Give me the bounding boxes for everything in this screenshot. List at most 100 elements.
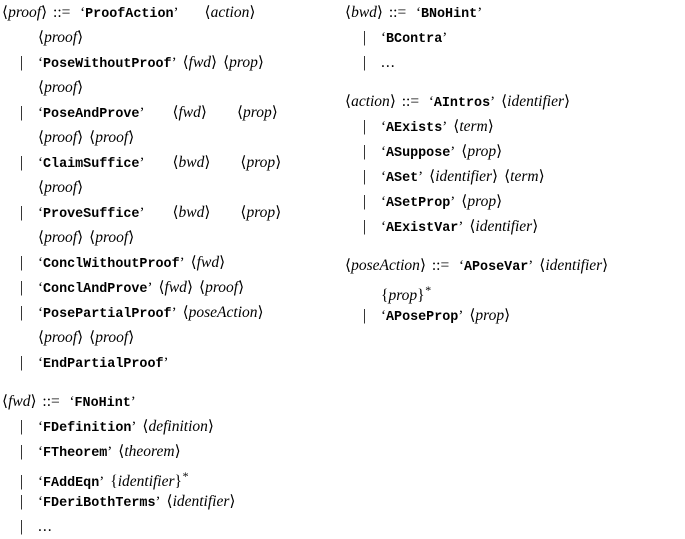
rule-line: ⟨proof⟩ <box>2 175 338 200</box>
alternative-bar: | <box>20 254 24 271</box>
rule-line: ⟨proof⟩⟨proof⟩ <box>2 225 338 250</box>
rule-line: |‘ClaimSuffice’⟨bwd⟩⟨prop⟩ <box>2 150 338 175</box>
nonterminal-action: ⟨action⟩ <box>345 93 396 110</box>
nonterminal-proof: ⟨proof⟩ <box>38 229 84 246</box>
rule-line: ⟨proof⟩⟨proof⟩ <box>2 125 338 150</box>
nonterminal-bwd: ⟨bwd⟩ <box>172 204 211 221</box>
alternative-bar: | <box>20 54 24 71</box>
terminal-FTheorem: ‘FTheorem’ <box>38 444 113 461</box>
terminal-PoseAndProve: ‘PoseAndProve’ <box>38 105 145 122</box>
terminal-BNoHint: ‘BNoHint’ <box>415 5 483 22</box>
alternative-bar: | <box>363 143 367 160</box>
ellipsis: ... <box>38 518 53 535</box>
rule-line: | ‘ProveSuffice’ ⟨bwd⟩ ⟨prop⟩ <box>2 200 338 225</box>
rule-line: |‘ASuppose’⟨prop⟩ <box>345 139 683 164</box>
alternative-bar: | <box>20 493 24 510</box>
alternative-bar: | <box>20 104 24 121</box>
alternative-bar: | <box>363 168 367 185</box>
nonterminal-proof: ⟨proof⟩ <box>89 129 135 146</box>
alternative-bar: | <box>20 304 24 321</box>
nonterminal-prop: ⟨prop⟩ <box>461 193 503 210</box>
nonterminal-bwd: ⟨bwd⟩ <box>345 4 383 21</box>
nonterminal-theorem: ⟨theorem⟩ <box>118 443 181 460</box>
alternative-bar: | <box>20 473 24 491</box>
terminal-AExistVar: ‘AExistVar’ <box>381 219 464 236</box>
terminal-PoseWithoutProof: ‘PoseWithoutProof’ <box>38 55 177 72</box>
rule-line: ⟨poseAction⟩ ::= ‘APoseVar’⟨identifier⟩ <box>345 253 683 278</box>
nonterminal-term: ⟨term⟩ <box>504 168 545 185</box>
nonterminal-identifier: ⟨identifier⟩ <box>429 168 499 185</box>
rule-line: |‘FAddEqn’{identifier}* <box>2 464 338 491</box>
rule-line: |‘ConclWithoutProof’⟨fwd⟩ <box>2 250 338 275</box>
rule-line: | ‘ASetProp’ ⟨prop⟩ <box>345 189 683 214</box>
alternative-bar: | <box>20 354 24 371</box>
rule-line: | ‘EndPartialProof’ <box>2 350 338 375</box>
nonterminal-prop: ⟨prop⟩ <box>223 54 264 71</box>
rule-line: |‘BContra’ <box>345 25 683 50</box>
alternative-bar: | <box>363 118 367 135</box>
nonterminal-prop: ⟨prop⟩ <box>236 104 278 121</box>
rule-line: |‘AExistVar’⟨identifier⟩ <box>345 214 683 239</box>
terminal-APoseProp: ‘APoseProp’ <box>381 308 464 325</box>
nonterminal-fwd: ⟨fwd⟩ <box>172 104 207 121</box>
definition-operator: ::= <box>384 4 414 21</box>
rule-line: ⟨action⟩ ::= ‘AIntros’⟨identifier⟩ <box>345 89 683 114</box>
rule-line: ⟨proof⟩ <box>2 75 338 100</box>
rule-line: ⟨proof⟩ <box>2 25 338 50</box>
alternative-bar: | <box>20 204 24 221</box>
nonterminal-definition: ⟨definition⟩ <box>142 418 214 435</box>
nonterminal-term: ⟨term⟩ <box>453 118 494 135</box>
nonterminal-poseAction: ⟨poseAction⟩ <box>345 257 426 274</box>
terminal-EndPartialProof: ‘EndPartialProof’ <box>38 355 169 372</box>
nonterminal-action: ⟨action⟩ <box>204 4 256 21</box>
production-rule-poseAction: ⟨poseAction⟩ ::= ‘APoseVar’⟨identifier⟩{… <box>345 253 683 328</box>
terminal-ProveSuffice: ‘ProveSuffice’ <box>38 205 145 222</box>
nonterminal-prop: ⟨prop⟩ <box>240 204 282 221</box>
nonterminal-proof: ⟨proof⟩ <box>38 29 84 46</box>
terminal-FDeriBothTerms: ‘FDeriBothTerms’ <box>38 494 161 511</box>
definition-operator: ::= <box>38 393 68 410</box>
rule-line: ⟨proof⟩⟨proof⟩ <box>2 325 338 350</box>
production-rule-proof: ⟨proof⟩ ::= ‘ProofAction’ ⟨action⟩⟨proof⟩… <box>2 0 338 375</box>
alternative-bar: | <box>20 518 24 535</box>
definition-operator: ::= <box>49 4 79 21</box>
rule-line: |‘FDefinition’⟨definition⟩ <box>2 414 338 439</box>
nonterminal-proof: ⟨proof⟩ <box>89 329 135 346</box>
terminal-BContra: ‘BContra’ <box>381 30 448 47</box>
nonterminal-proof: ⟨proof⟩ <box>38 179 84 196</box>
terminal-ASetProp: ‘ASetProp’ <box>381 194 456 211</box>
nonterminal-identifier: ⟨identifier⟩ <box>501 93 571 110</box>
alternative-bar: | <box>20 443 24 460</box>
rule-line: |‘AExists’⟨term⟩ <box>345 114 683 139</box>
nonterminal-poseAction: ⟨poseAction⟩ <box>182 304 264 321</box>
alternative-bar: | <box>20 418 24 435</box>
repetition-prop: {prop}* <box>381 283 431 305</box>
terminal-ConclWithoutProof: ‘ConclWithoutProof’ <box>38 255 185 272</box>
nonterminal-identifier: ⟨identifier⟩ <box>469 218 539 235</box>
rule-line: | ‘PoseAndProve’ ⟨fwd⟩ ⟨prop⟩ <box>2 100 338 125</box>
rule-line: ⟨proof⟩ ::= ‘ProofAction’⟨action⟩ <box>2 0 338 25</box>
alternative-bar: | <box>363 307 367 324</box>
nonterminal-prop: ⟨prop⟩ <box>469 307 511 324</box>
terminal-APoseVar: ‘APoseVar’ <box>458 258 534 275</box>
rule-line: |... <box>345 50 683 75</box>
alternative-bar: | <box>363 193 367 210</box>
nonterminal-prop: ⟨prop⟩ <box>240 154 282 171</box>
rule-line: |‘PoseWithoutProof’⟨fwd⟩⟨prop⟩ <box>2 50 338 75</box>
production-rule-fwd: ⟨fwd⟩ ::= ‘FNoHint’|‘FDefinition’⟨defini… <box>2 389 338 539</box>
rule-line: |... <box>2 514 338 539</box>
rule-line: {prop}* <box>345 278 683 304</box>
alternative-bar: | <box>20 279 24 296</box>
nonterminal-fwd: ⟨fwd⟩ <box>158 279 193 296</box>
grammar-page: ⟨proof⟩ ::= ‘ProofAction’⟨action⟩⟨proof⟩… <box>2 4 683 535</box>
nonterminal-proof: ⟨proof⟩ <box>199 279 245 296</box>
nonterminal-bwd: ⟨bwd⟩ <box>172 154 211 171</box>
terminal-AIntros: ‘AIntros’ <box>428 94 496 111</box>
left-column: ⟨proof⟩ ::= ‘ProofAction’ ⟨action⟩⟨proof⟩… <box>2 0 338 539</box>
rule-line: |‘ASet’⟨identifier⟩⟨term⟩ <box>345 164 683 189</box>
rule-line: | ‘FTheorem’ ⟨theorem⟩ <box>2 439 338 464</box>
terminal-ProofAction: ‘ProofAction’ <box>80 5 179 22</box>
nonterminal-identifier: ⟨identifier⟩ <box>539 257 609 274</box>
nonterminal-fwd: ⟨fwd⟩ <box>2 393 37 410</box>
rule-line: | ‘APoseProp’ ⟨prop⟩ <box>345 303 683 328</box>
